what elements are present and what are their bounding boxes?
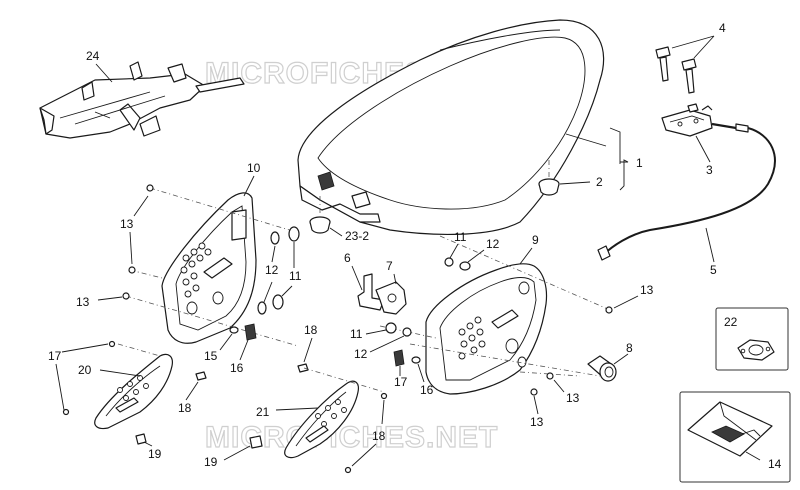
callout-21: 21 (256, 405, 270, 419)
callout-10: 10 (247, 161, 261, 175)
grommet-11-right-low[interactable] (385, 322, 397, 334)
callout-20: 20 (78, 363, 92, 377)
left-side-panel-part[interactable] (161, 192, 257, 344)
callout-22: 22 (724, 315, 738, 329)
callout-12-b: 12 (486, 237, 500, 251)
screw-15-left[interactable] (229, 326, 239, 334)
clip-16-right[interactable] (393, 349, 405, 367)
callout-13-c: 13 (640, 283, 654, 297)
callout-17-a: 17 (48, 349, 62, 363)
screw-18-right[interactable] (297, 363, 309, 373)
screw-13-right-mid[interactable] (546, 372, 554, 380)
callout-13-a: 13 (120, 217, 134, 231)
callout-11-a: 11 (289, 269, 302, 283)
screw-17-left[interactable] (62, 340, 116, 416)
callout-14: 14 (768, 457, 782, 471)
callout-15-a: 15 (204, 349, 218, 363)
bracket-7-part[interactable] (375, 281, 407, 315)
callout-23-2: 23-2 (345, 229, 369, 243)
grommet-11-left-top[interactable] (288, 226, 300, 242)
callout-16-a: 16 (230, 361, 244, 375)
screw-18-left[interactable] (195, 371, 207, 381)
grommet-11-left-bottom[interactable] (272, 294, 284, 310)
grommet-12-left-top[interactable] (270, 231, 280, 245)
right-side-panel-part[interactable] (425, 263, 548, 395)
callout-4: 4 (719, 21, 726, 35)
screw-13-left-mid[interactable] (128, 266, 136, 274)
callout-3: 3 (706, 163, 713, 177)
left-rear-cover-part[interactable] (94, 353, 173, 430)
screw-13-left-low[interactable] (122, 292, 130, 300)
owners-manual-part[interactable] (687, 401, 773, 457)
seat-lock-part[interactable] (661, 103, 713, 137)
callout-16-b: 17 (394, 375, 408, 389)
callout-9: 9 (532, 233, 539, 247)
screw-15-right[interactable] (411, 356, 421, 364)
nut-19-right[interactable] (249, 435, 263, 449)
screw-13-right-top[interactable] (605, 306, 613, 314)
callout-7: 7 (386, 259, 393, 273)
callout-5: 5 (710, 263, 717, 277)
grommet-12-left-bottom[interactable] (257, 301, 267, 315)
callout-19-a: 19 (148, 447, 162, 461)
screws-part-4[interactable] (655, 46, 697, 94)
callout-11-b: 11 (454, 230, 467, 244)
grommet-11-right-top[interactable] (444, 257, 454, 267)
power-socket-part[interactable] (587, 355, 617, 382)
callout-13-d: 13 (566, 391, 580, 405)
callout-12-c: 12 (354, 347, 368, 361)
callout-13-e: 13 (530, 415, 544, 429)
seat-part[interactable] (297, 19, 605, 236)
callout-12-a: 12 (265, 263, 279, 277)
callout-19-b: 19 (204, 455, 218, 469)
gasket-part[interactable] (737, 339, 775, 361)
seat-release-cable-part[interactable] (597, 122, 776, 261)
nut-19-left[interactable] (135, 433, 147, 445)
callout-18-a: 18 (178, 401, 192, 415)
callout-11-c: 11 (350, 327, 363, 341)
callout-6: 6 (344, 251, 351, 265)
screw-17-right[interactable] (344, 392, 388, 474)
watermark-bottom: MICROFICHES.NET (205, 421, 498, 454)
right-rear-cover-part[interactable] (284, 380, 359, 459)
seat-frame-part[interactable] (39, 61, 245, 139)
seat-rubber-buffer-part[interactable] (538, 178, 560, 196)
callout-2: 2 (596, 175, 603, 189)
callout-13-b: 13 (76, 295, 90, 309)
clip-16-left[interactable] (244, 323, 257, 341)
callout-17-b: 18 (372, 429, 386, 443)
grommet-12-right-top[interactable] (459, 261, 471, 271)
screw-13-right-low[interactable] (530, 388, 538, 396)
callout-24: 24 (86, 49, 100, 63)
bracket-6-part[interactable] (357, 273, 385, 311)
callout-18-b: 18 (304, 323, 318, 337)
grommet-12-right-low[interactable] (402, 327, 412, 337)
seat-buffer-23-2-part[interactable] (309, 216, 331, 234)
callout-8: 8 (626, 341, 633, 355)
callout-1: 1 (636, 156, 643, 170)
callout-15-b: 16 (420, 383, 434, 397)
screw-13-left-top[interactable] (146, 184, 154, 192)
